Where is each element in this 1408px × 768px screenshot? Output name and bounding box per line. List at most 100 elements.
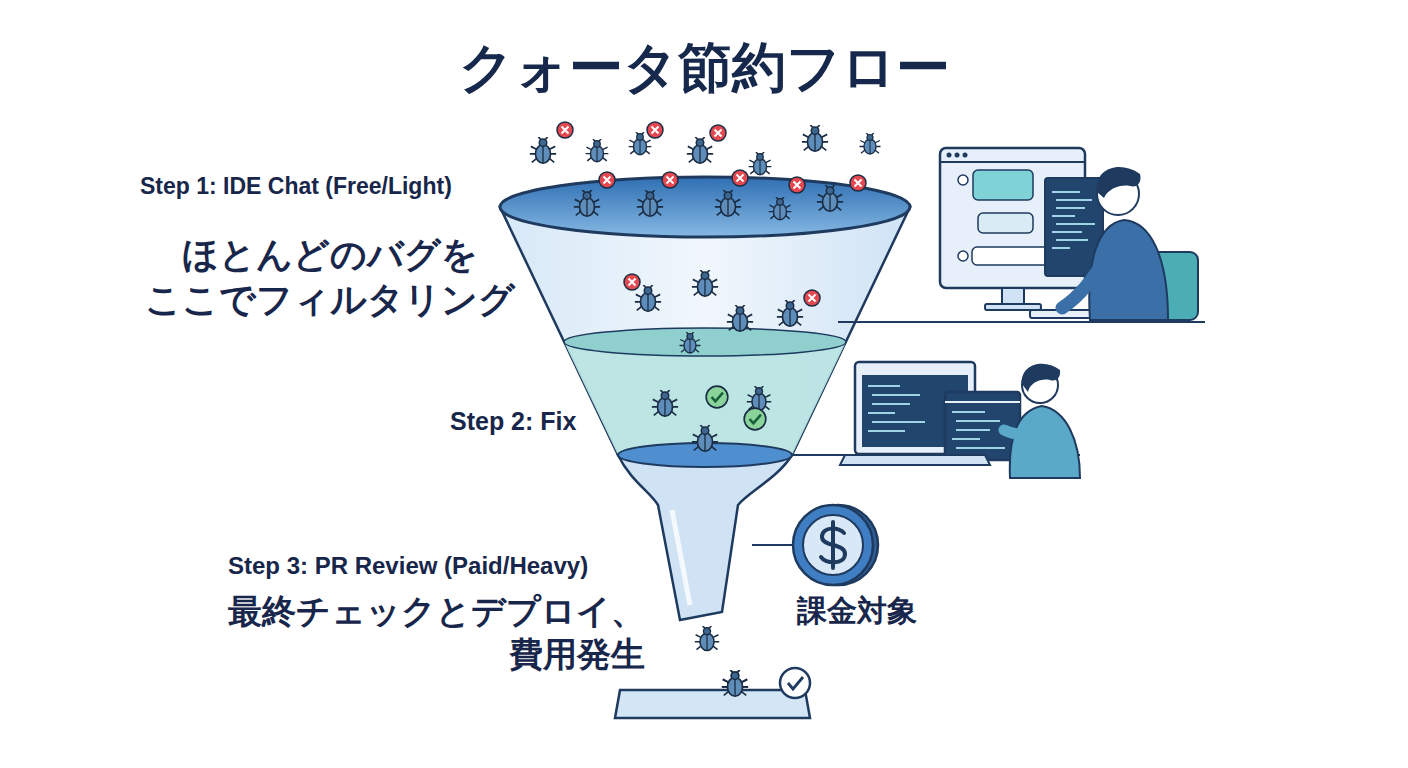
bug-icon xyxy=(860,133,881,154)
bug-icon xyxy=(715,190,741,216)
code-lines xyxy=(1052,191,1080,193)
reject-mark xyxy=(557,122,573,138)
coin-face xyxy=(793,505,873,585)
reject-mark xyxy=(710,125,726,141)
bug-icon xyxy=(629,132,652,155)
monitor-bar xyxy=(940,161,1085,163)
reject-marks xyxy=(557,122,866,306)
tray-plate xyxy=(615,690,810,718)
pass-mark xyxy=(744,408,766,430)
bug-icon xyxy=(635,285,661,311)
reject-mark xyxy=(789,177,805,193)
bug-icon xyxy=(574,190,600,216)
bug-icon xyxy=(692,270,718,296)
code-lines xyxy=(1056,199,1092,201)
bug-icon xyxy=(777,300,803,326)
done-mark xyxy=(780,668,810,698)
window-dot xyxy=(947,153,952,158)
code-lines xyxy=(872,394,920,396)
code-lines xyxy=(868,430,905,432)
funnel-rim xyxy=(500,177,910,237)
person-arm xyxy=(1062,252,1108,308)
bug-icon xyxy=(727,305,753,331)
coin-inner xyxy=(803,515,863,575)
step-label: Step 2: Fix xyxy=(450,406,650,437)
code-lines xyxy=(1052,247,1070,249)
code-lines xyxy=(1052,215,1075,217)
code-lines xyxy=(952,412,1005,448)
bug-icon xyxy=(652,390,678,416)
developer-ide-chat xyxy=(940,148,1198,320)
diagram-title: クォータ節約フロー xyxy=(0,34,1408,102)
person-arm xyxy=(1004,430,1032,434)
code-lines xyxy=(1056,239,1088,241)
code-lines xyxy=(956,420,1000,422)
cost-label: 課金対象 xyxy=(797,592,957,630)
chat-bubble xyxy=(978,213,1033,233)
spout-highlight xyxy=(672,510,690,605)
code-lines xyxy=(872,403,910,405)
window-dot xyxy=(963,153,968,158)
reject-mark xyxy=(647,122,663,138)
code-lines xyxy=(872,421,925,423)
step-note: ほとんどのバグを ここでフィルタリング xyxy=(140,232,520,322)
code-lines xyxy=(868,385,900,387)
reject-mark xyxy=(804,290,820,306)
window-dot xyxy=(955,153,960,158)
reject-mark xyxy=(662,172,678,188)
deploy-tray xyxy=(615,668,810,718)
code-lines xyxy=(1056,207,1085,209)
bug-icon xyxy=(817,185,843,211)
chat-avatar xyxy=(958,175,968,185)
code-lines xyxy=(868,412,895,414)
reject-mark xyxy=(850,175,866,191)
code-lines xyxy=(1052,231,1082,233)
chat-bubble xyxy=(973,170,1033,200)
bug-icon xyxy=(695,626,720,651)
leader-line xyxy=(752,544,793,546)
code-lines xyxy=(952,411,985,413)
bug-icon xyxy=(749,152,772,175)
person-hair xyxy=(1097,167,1141,198)
step-label: Step 3: PR Review (Paid/Heavy) xyxy=(228,551,688,581)
step-label: Step 1: IDE Chat (Free/Light) xyxy=(140,172,540,201)
code-lines xyxy=(956,429,990,431)
developer-fix xyxy=(840,362,1080,478)
reject-mark xyxy=(599,172,615,188)
code-window xyxy=(945,392,1020,460)
code-lines xyxy=(952,438,980,440)
code-lines xyxy=(868,386,925,431)
reject-mark xyxy=(624,274,640,290)
liquid-surface xyxy=(564,328,846,356)
window-bar xyxy=(945,401,1020,403)
bug-icon xyxy=(680,332,701,353)
step-note: 最終チェックとデプロイ、 費用発生 xyxy=(205,590,645,675)
bug-icon xyxy=(687,137,713,163)
pass-marks xyxy=(706,386,766,430)
coin-icon xyxy=(793,505,878,585)
bug-icon xyxy=(637,190,663,216)
bug-icon xyxy=(747,386,772,411)
reject-mark xyxy=(732,170,748,186)
bug-icon xyxy=(586,139,609,162)
done-mark xyxy=(788,677,803,689)
code-lines xyxy=(1056,223,1095,225)
bug-icon xyxy=(802,125,828,151)
pass-mark xyxy=(706,386,728,408)
bug-icon xyxy=(769,197,792,220)
code-lines xyxy=(956,447,1005,449)
chat-avatar xyxy=(958,251,968,261)
person-hair xyxy=(1022,364,1060,392)
bug-icon xyxy=(692,425,718,451)
laptop-base xyxy=(840,455,990,465)
person-body xyxy=(1010,406,1080,478)
code-lines xyxy=(1052,192,1095,248)
bug-icon xyxy=(530,137,556,163)
bug-icon xyxy=(722,670,748,696)
dollar-sign xyxy=(831,522,835,568)
leader-line xyxy=(838,321,1205,323)
funnel-liquid xyxy=(564,342,846,455)
